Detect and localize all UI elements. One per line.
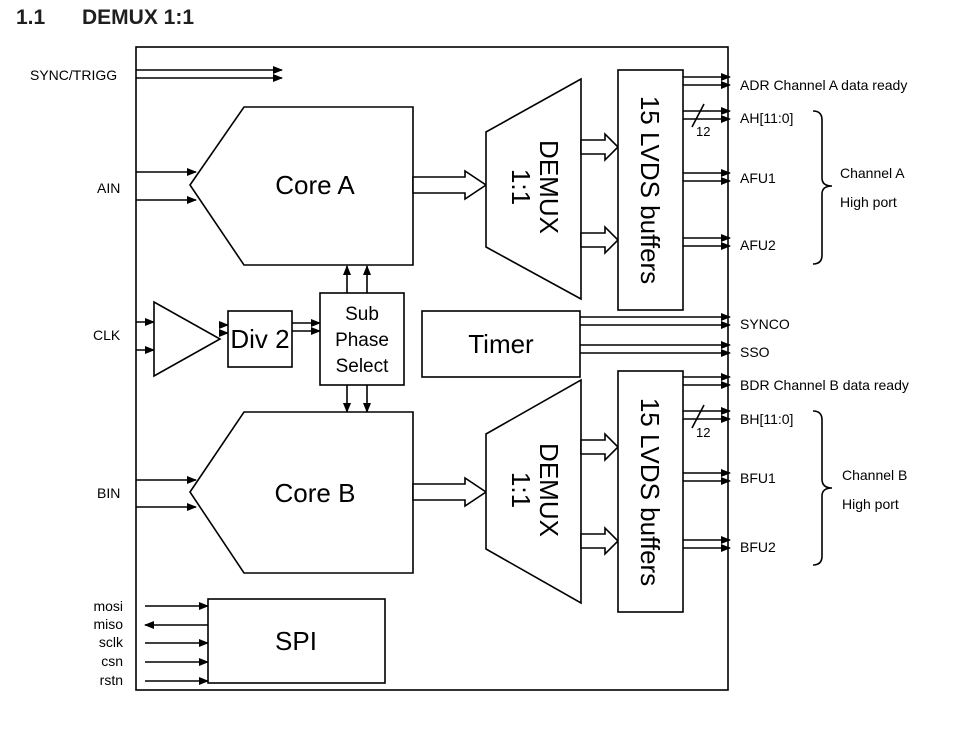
demux-a-label: DEMUX — [534, 140, 564, 234]
channel-a-label: Channel A — [840, 165, 905, 181]
spi-pin-mosi: mosi — [93, 598, 123, 614]
bfu2-label: BFU2 — [740, 539, 776, 555]
div2-label: Div 2 — [230, 324, 289, 354]
sso-label: SSO — [740, 344, 770, 360]
bin-label: BIN — [97, 485, 120, 501]
sub-phase-line-1: Sub — [345, 304, 379, 325]
ah-label: AH[11:0] — [740, 110, 793, 126]
demux-a-to-lvds-arrow-1 — [580, 132, 620, 162]
spi-block — [207, 598, 386, 684]
core-b-label: Core B — [275, 478, 356, 508]
spi-pin-csn: csn — [101, 653, 123, 669]
channel-b-label: Channel B — [842, 467, 907, 483]
demux-b-to-lvds-arrow-1 — [580, 432, 620, 462]
sub-phase-line-3: Select — [336, 356, 390, 377]
lvds-a-block — [617, 69, 684, 311]
lvds-b-label: 15 LVDS buffers — [635, 398, 665, 586]
channel-b-port: High port — [842, 496, 899, 512]
spi-pin-sclk: sclk — [99, 634, 124, 650]
bdr-label: BDR Channel B data ready — [740, 377, 909, 393]
bfu1-label: BFU1 — [740, 470, 776, 486]
spi-pin-rstn: rstn — [100, 672, 123, 688]
demux-a-to-lvds-arrow-2 — [580, 225, 620, 255]
spi-pin-miso: miso — [93, 616, 123, 632]
demux-a-block — [485, 77, 582, 301]
ain-label: AIN — [97, 180, 120, 196]
section-heading: 1.1 DEMUX 1:1 — [16, 6, 194, 30]
lvds-b-block — [617, 370, 684, 613]
timer-block — [421, 310, 581, 378]
section-title: DEMUX 1:1 — [82, 6, 195, 29]
sync-trigg-label: SYNC/TRIGG — [30, 67, 117, 83]
synco-label: SYNCO — [740, 316, 790, 332]
section-number: 1.1 — [16, 6, 46, 29]
channel-a-brace — [812, 110, 833, 265]
demux-b-label: DEMUX — [534, 443, 564, 537]
core-a-label: Core A — [275, 170, 355, 200]
ah-bus-width: 12 — [696, 124, 710, 139]
bh-bus-slash — [691, 404, 705, 429]
channel-b-brace — [812, 410, 833, 566]
demux-b-block — [485, 378, 582, 605]
sub-phase-line-2: Phase — [335, 330, 389, 351]
demux-a-ratio: 1:1 — [506, 169, 536, 205]
lvds-a-label: 15 LVDS buffers — [635, 96, 665, 284]
channel-a-port: High port — [840, 194, 897, 210]
adr-label: ADR Channel A data ready — [740, 77, 907, 93]
afu1-label: AFU1 — [740, 170, 776, 186]
spi-label: SPI — [275, 626, 317, 656]
clk-label: CLK — [93, 327, 121, 343]
div2-block — [227, 310, 293, 368]
demux-b-to-lvds-arrow-2 — [580, 526, 620, 556]
afu2-label: AFU2 — [740, 237, 776, 253]
bh-label: BH[11:0] — [740, 411, 793, 427]
ah-bus-slash — [691, 103, 705, 128]
sub-phase-select-block — [319, 292, 405, 386]
clk-buffer — [153, 300, 222, 378]
core-b-to-demux-arrow — [412, 476, 488, 508]
demux-b-ratio: 1:1 — [506, 472, 536, 508]
core-a-to-demux-arrow — [412, 169, 488, 201]
bh-bus-width: 12 — [696, 425, 710, 440]
timer-label: Timer — [468, 329, 534, 359]
